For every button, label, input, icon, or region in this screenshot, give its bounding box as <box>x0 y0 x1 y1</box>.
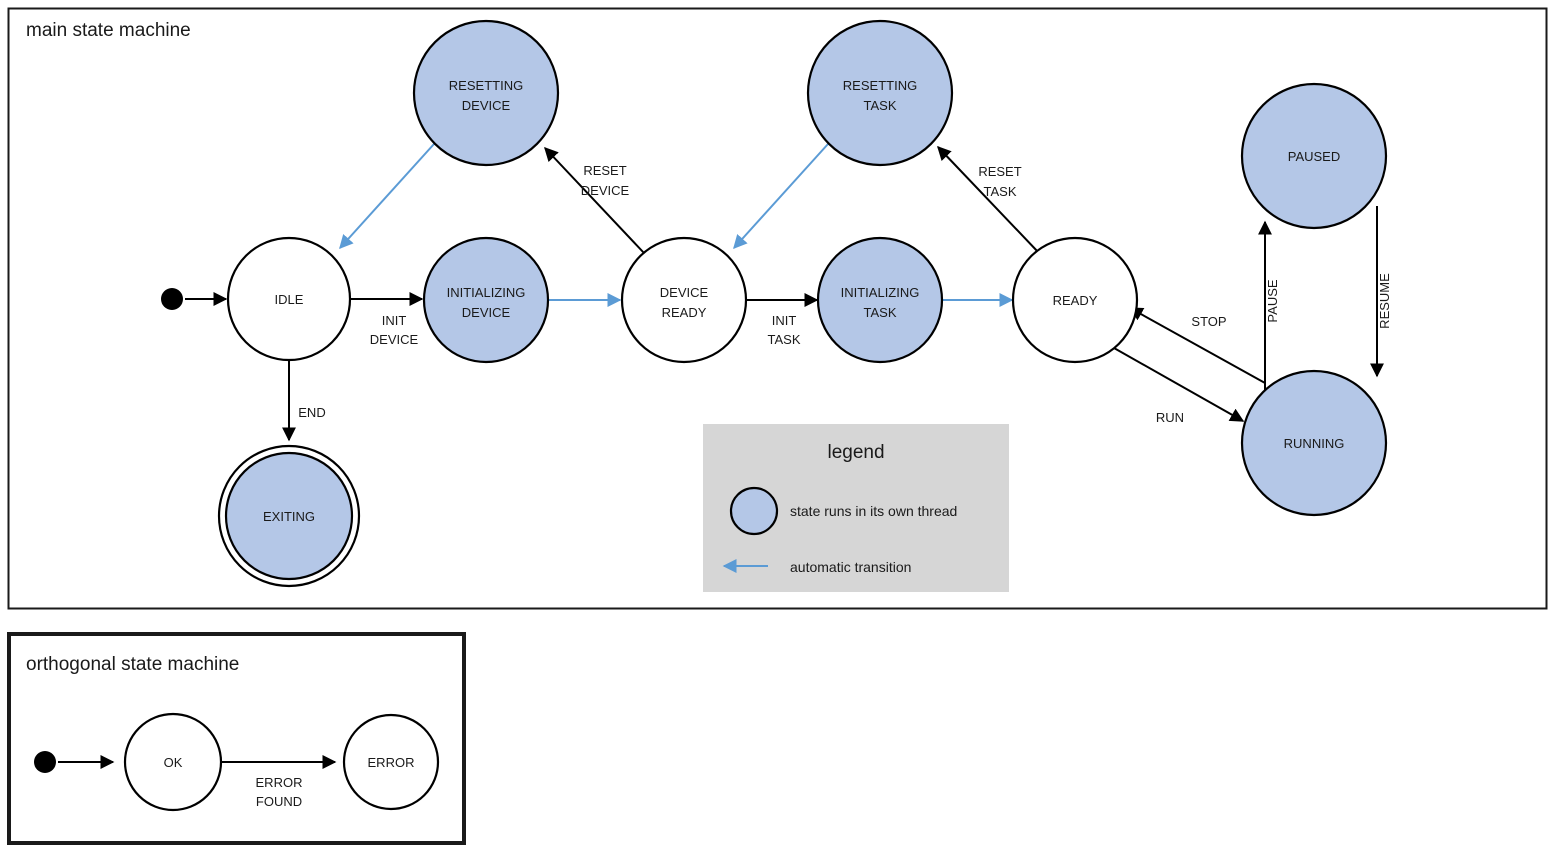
legend: legend state runs in its own thread auto… <box>703 424 1009 592</box>
transition-label-error-found-line1: ERROR <box>256 775 303 790</box>
main-transitions <box>185 143 1384 442</box>
state-ready-label: READY <box>1053 293 1098 308</box>
state-idle-label: IDLE <box>275 292 304 307</box>
state-idle[interactable]: IDLE <box>226 236 352 362</box>
start-marker-orthogonal <box>34 751 56 773</box>
start-marker-main <box>161 288 183 310</box>
state-initializing-device-label-line1: INITIALIZING <box>447 285 526 300</box>
state-exiting[interactable]: EXITING <box>217 444 361 588</box>
legend-title: legend <box>827 442 884 463</box>
state-resetting-task[interactable]: RESETTING TASK <box>806 19 954 167</box>
state-resetting-task-label-line1: RESETTING <box>843 78 917 93</box>
state-device-ready-label-line1: DEVICE <box>660 285 709 300</box>
state-ok-label: OK <box>164 755 183 770</box>
transition-label-reset-device-line2: DEVICE <box>581 183 630 198</box>
orthogonal-states: OK ERROR <box>34 712 440 812</box>
state-exiting-label: EXITING <box>263 509 315 524</box>
transition-running-ready <box>1128 307 1266 384</box>
orthogonal-transition-labels: ERROR FOUND <box>256 775 303 809</box>
transition-ready-running <box>1113 347 1245 422</box>
transition-label-error-found-line2: FOUND <box>256 794 302 809</box>
main-transition-labels: INIT DEVICE INIT TASK RESET DEVICE RESET… <box>298 163 1392 425</box>
transition-label-init-task-line1: INIT <box>772 313 797 328</box>
state-resetting-device[interactable]: RESETTING DEVICE <box>412 19 560 167</box>
transition-label-reset-task-line1: RESET <box>978 164 1021 179</box>
transition-label-init-device-line2: DEVICE <box>370 332 419 347</box>
transition-resetting-device-idle <box>339 143 435 250</box>
transition-label-stop: STOP <box>1191 314 1226 329</box>
state-paused[interactable]: PAUSED <box>1240 82 1388 230</box>
state-resetting-device-label-line1: RESETTING <box>449 78 523 93</box>
state-initializing-task-label-line2: TASK <box>864 305 897 320</box>
state-paused-label: PAUSED <box>1288 149 1341 164</box>
transition-label-end: END <box>298 405 325 420</box>
transition-ready-resetting-task <box>937 145 1040 254</box>
state-device-ready-label-line2: READY <box>662 305 707 320</box>
state-ready[interactable]: READY <box>1011 236 1139 364</box>
state-initializing-task[interactable]: INITIALIZING TASK <box>816 236 944 364</box>
state-running-label: RUNNING <box>1284 436 1345 451</box>
legend-thread-state-label: state runs in its own thread <box>790 503 957 519</box>
transition-label-resume: RESUME <box>1377 273 1392 329</box>
state-running[interactable]: RUNNING <box>1240 369 1388 517</box>
main-frame-title: main state machine <box>26 20 191 41</box>
state-resetting-device-label-line2: DEVICE <box>462 98 511 113</box>
transition-label-init-device-line1: INIT <box>382 313 407 328</box>
orthogonal-frame-title: orthogonal state machine <box>26 654 239 675</box>
state-error[interactable]: ERROR <box>342 713 440 811</box>
transition-label-run: RUN <box>1156 410 1184 425</box>
state-initializing-device[interactable]: INITIALIZING DEVICE <box>422 236 550 364</box>
main-states: IDLE RESETTING DEVICE INITIALIZING DEVIC… <box>161 19 1388 588</box>
state-device-ready[interactable]: DEVICE READY <box>620 236 748 364</box>
state-initializing-task-label-line1: INITIALIZING <box>841 285 920 300</box>
transition-label-reset-task-line2: TASK <box>984 184 1017 199</box>
state-resetting-task-label-line2: TASK <box>864 98 897 113</box>
transition-label-init-task-line2: TASK <box>768 332 801 347</box>
legend-thread-state-swatch <box>729 486 779 536</box>
transition-label-pause: PAUSE <box>1265 279 1280 322</box>
transition-resetting-task-device-ready <box>733 143 829 250</box>
transition-device-ready-resetting-device <box>544 146 645 254</box>
transition-label-reset-device-line1: RESET <box>583 163 626 178</box>
state-error-label: ERROR <box>368 755 415 770</box>
state-initializing-device-label-line2: DEVICE <box>462 305 511 320</box>
legend-auto-transition-label: automatic transition <box>790 559 911 575</box>
state-ok[interactable]: OK <box>123 712 223 812</box>
